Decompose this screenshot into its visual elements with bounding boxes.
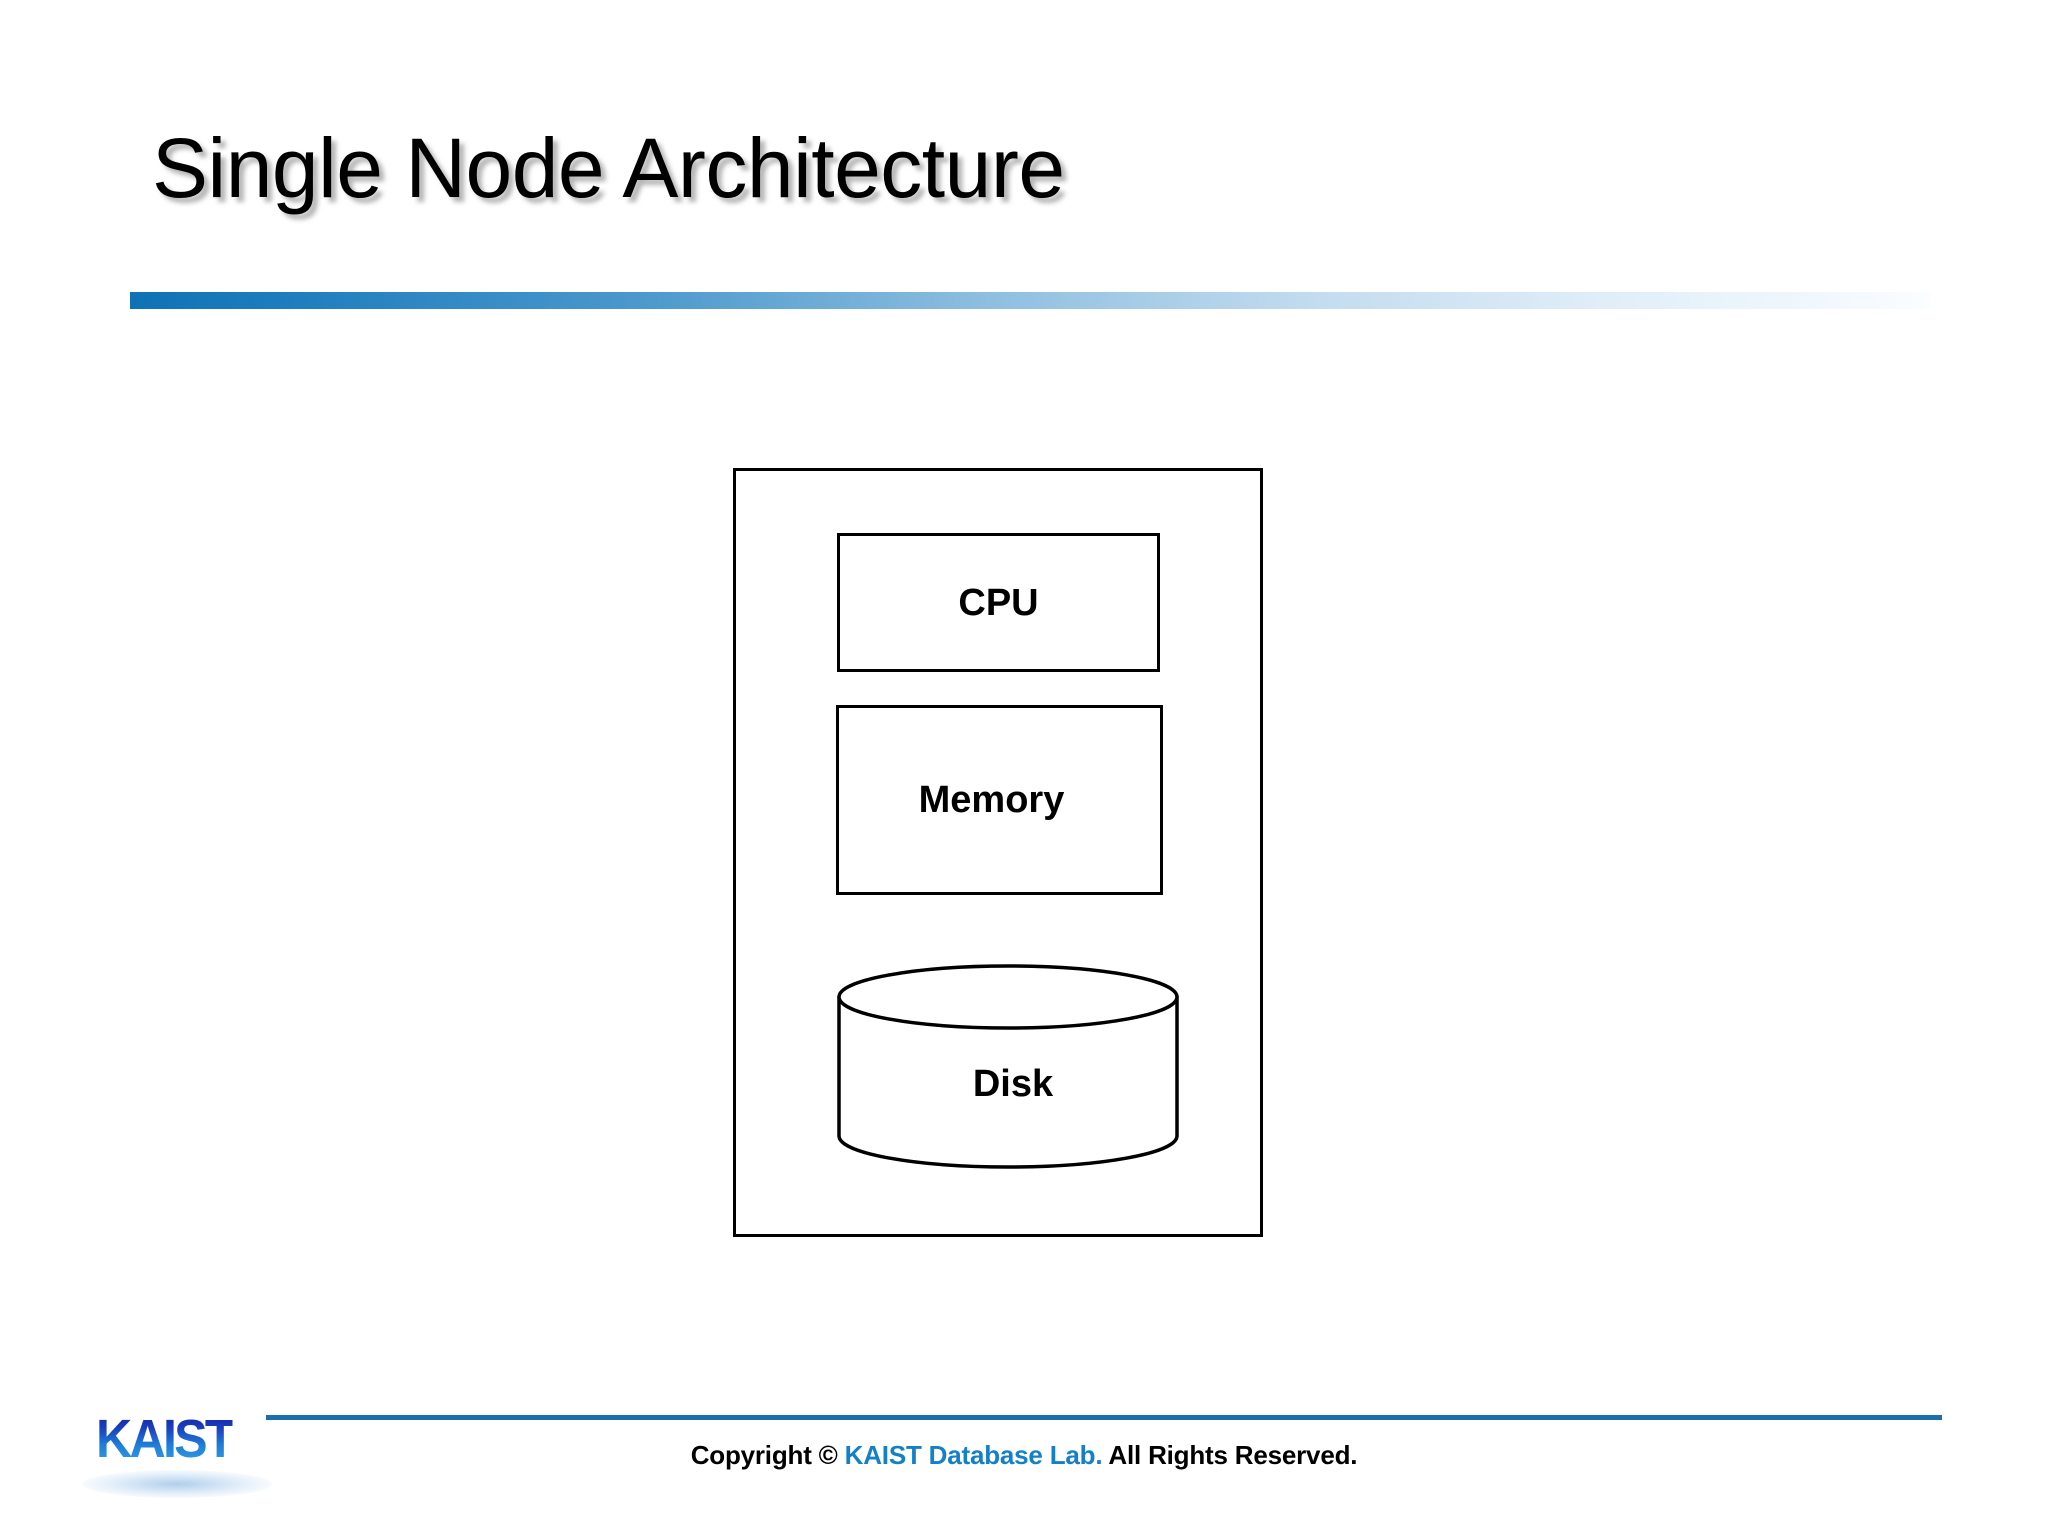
cpu-box: CPU bbox=[837, 533, 1160, 672]
disk-cylinder-shape: Disk bbox=[836, 963, 1180, 1170]
page-title: Single Node Architecture bbox=[152, 121, 1065, 215]
architecture-diagram: CPU Memory Disk bbox=[733, 468, 1263, 1237]
footer-divider-rule bbox=[266, 1415, 1942, 1420]
copyright-suffix: All Rights Reserved. bbox=[1102, 1440, 1358, 1470]
kaist-logo: KAIST bbox=[82, 1409, 276, 1502]
memory-label: Memory bbox=[918, 779, 1065, 821]
title-divider-bar bbox=[130, 292, 1930, 309]
cpu-label: CPU bbox=[958, 581, 1039, 624]
memory-box: Memory bbox=[836, 705, 1163, 895]
disk-label: Disk bbox=[972, 1063, 1054, 1105]
copyright-accent: KAIST Database Lab. bbox=[844, 1440, 1103, 1470]
kaist-logo-text: KAIST bbox=[96, 1409, 236, 1469]
copyright-prefix: Copyright © bbox=[690, 1440, 845, 1470]
footer-copyright: Copyright © KAIST Database Lab. All Righ… bbox=[0, 1440, 2048, 1471]
logo-reflection bbox=[82, 1470, 272, 1498]
disk-cylinder-icon bbox=[837, 964, 1179, 1169]
